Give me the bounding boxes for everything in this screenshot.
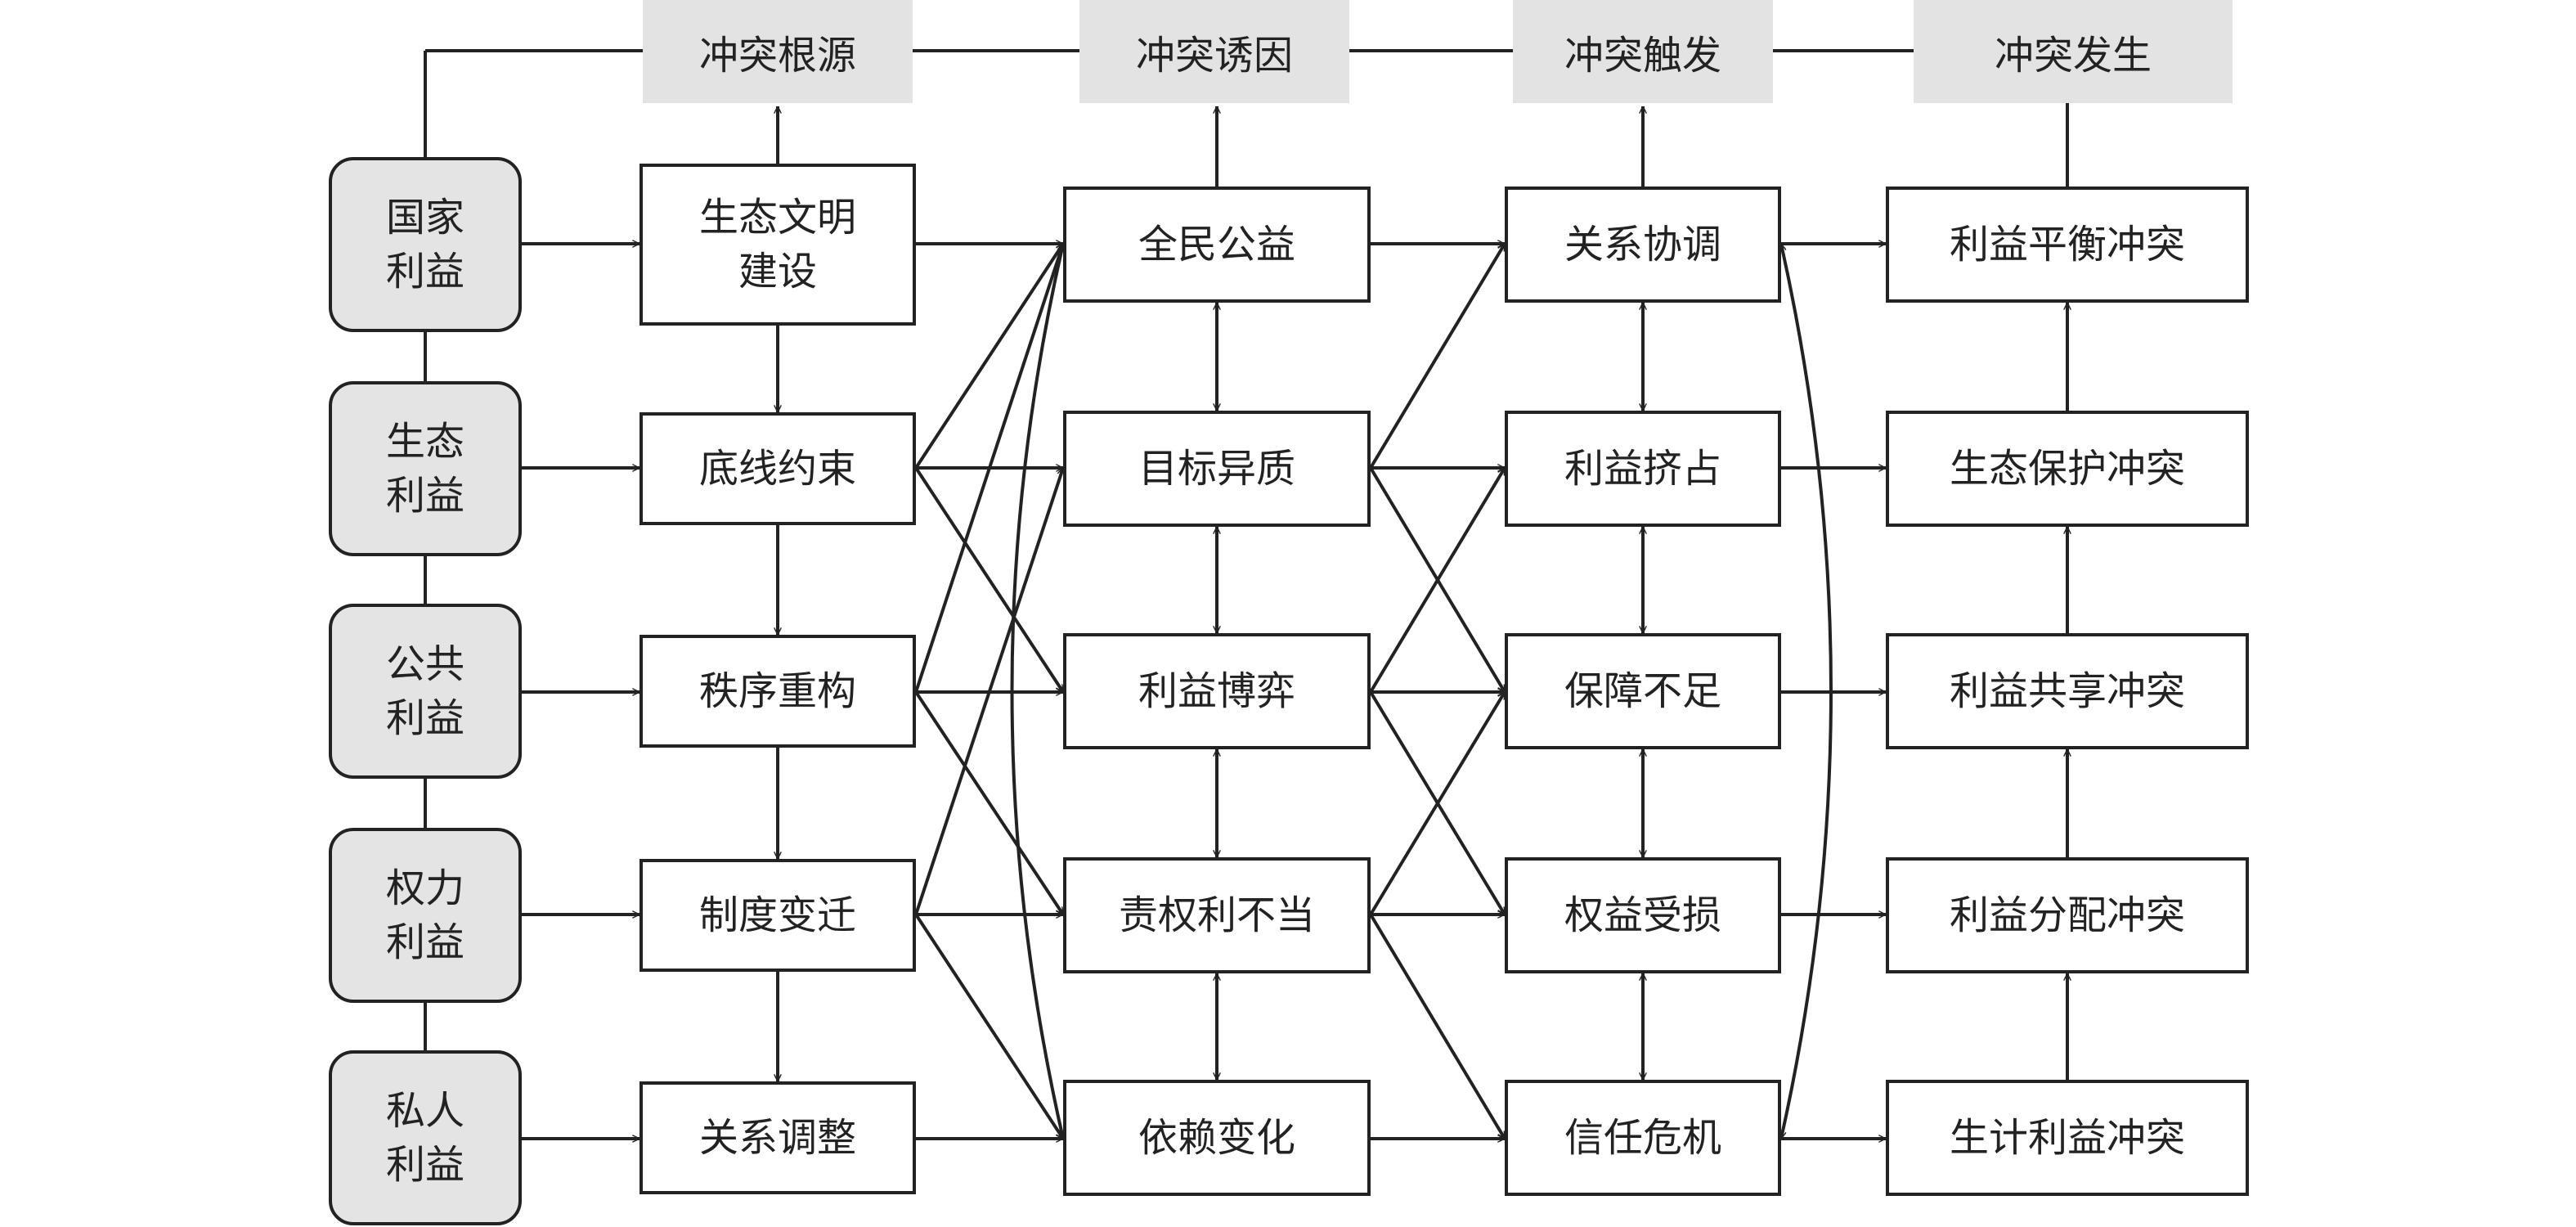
connector-44 (1369, 468, 1506, 694)
connector-28 (914, 244, 1063, 693)
node-balance-conflict: 利益平衡冲突 (1886, 187, 2249, 303)
header-conflict-trigger: 冲突触发 (1513, 0, 1773, 103)
connector-25 (914, 244, 1065, 470)
connector-26 (914, 466, 1065, 692)
node-institutional-change: 制度变迁 (640, 859, 916, 972)
header-conflict-occurrence: 冲突发生 (1914, 0, 2233, 103)
connector-41 (1369, 244, 1506, 470)
node-private-interest: 私人 利益 (329, 1050, 522, 1225)
node-public-interest: 公共 利益 (329, 604, 522, 779)
connector-34 (1010, 244, 1064, 1139)
node-livelihood-conflict: 生计利益冲突 (1886, 1080, 2249, 1196)
header-conflict-inducement: 冲突诱因 (1079, 0, 1349, 103)
node-dependency-change: 依赖变化 (1063, 1080, 1371, 1196)
node-insufficient-protection: 保障不足 (1505, 633, 1781, 749)
connector-48 (1369, 913, 1506, 1139)
node-interest-game: 利益博弈 (1063, 633, 1371, 749)
node-distribution-conflict: 利益分配冲突 (1886, 857, 2249, 973)
node-goal-heterogeneity: 目标异质 (1063, 411, 1371, 527)
header-conflict-root: 冲突根源 (643, 0, 913, 103)
node-order-reconstruction: 秩序重构 (640, 635, 916, 748)
connector-31 (914, 468, 1063, 915)
node-bottom-line-constraint: 底线约束 (640, 412, 916, 525)
node-power-interest: 权力 利益 (329, 828, 522, 1003)
node-ecological-interest: 生态 利益 (329, 381, 522, 556)
connector-29 (914, 690, 1065, 915)
node-relation-adjustment: 关系调整 (640, 1081, 916, 1194)
node-sharing-conflict: 利益共享冲突 (1886, 633, 2249, 749)
node-eco-protection-conflict: 生态保护冲突 (1886, 411, 2249, 527)
node-ecological-civilization: 生态文明 建设 (640, 164, 916, 326)
node-national-interest: 国家 利益 (329, 157, 522, 332)
connector-47 (1369, 692, 1506, 916)
node-improper-responsibility: 责权利不当 (1063, 857, 1371, 973)
node-public-welfare: 全民公益 (1063, 187, 1371, 303)
node-rights-damage: 权益受损 (1505, 857, 1781, 973)
node-trust-crisis: 信任危机 (1505, 1080, 1781, 1196)
connector-32 (914, 913, 1065, 1139)
node-relation-coordination: 关系协调 (1505, 187, 1781, 303)
node-interest-squeeze: 利益挤占 (1505, 411, 1781, 527)
